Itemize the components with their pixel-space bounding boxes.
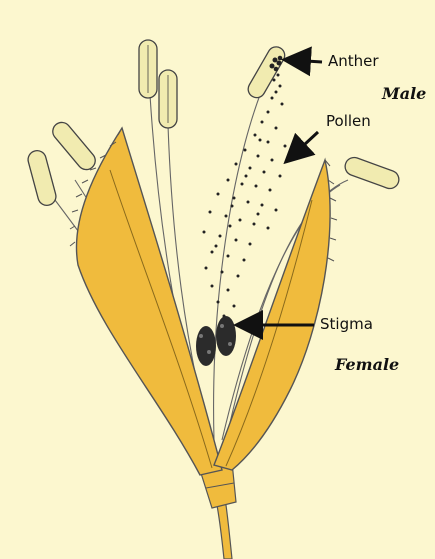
left-bract	[70, 128, 222, 475]
stigma-label: Stigma	[320, 315, 373, 333]
anther-dehiscing	[245, 44, 288, 101]
pollen-label: Pollen	[326, 112, 371, 130]
anther-left-2	[26, 149, 58, 208]
anther-top-2	[159, 70, 177, 128]
anther-arrow	[290, 60, 322, 62]
anther-label: Anther	[328, 52, 379, 70]
stem	[200, 462, 236, 559]
anther-right	[343, 155, 402, 191]
anther-left-1	[49, 119, 99, 173]
female-label: Female	[335, 355, 399, 374]
anther-top-1	[139, 40, 157, 98]
pollen-arrow	[290, 132, 318, 158]
male-label: Male	[382, 84, 426, 103]
